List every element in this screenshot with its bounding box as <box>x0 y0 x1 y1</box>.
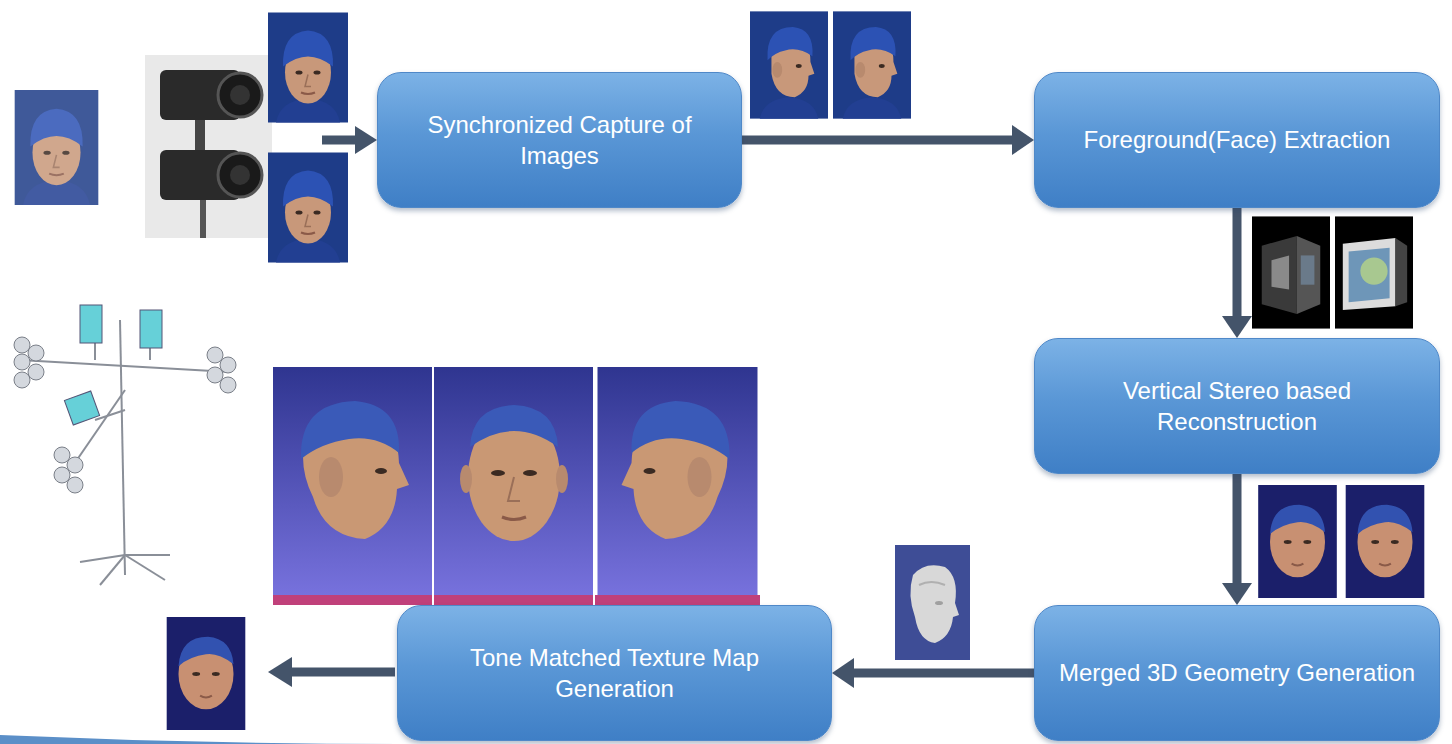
camera-image <box>268 13 348 123</box>
geometry-image <box>895 545 970 660</box>
process-box: Vertical Stereo based Reconstruction <box>1034 338 1440 474</box>
flow-arrow <box>832 658 1034 688</box>
output-arrow <box>268 657 395 687</box>
rig-drawing <box>20 320 230 585</box>
page-corner <box>0 735 400 744</box>
extraction-image <box>1252 216 1330 328</box>
box-label: Merged 3D Geometry Generation <box>1059 657 1415 688</box>
process-box: Foreground(Face) Extraction <box>1034 72 1440 208</box>
flow-arrow <box>742 125 1034 155</box>
arrow-head <box>832 658 854 688</box>
rig-panels <box>14 305 236 493</box>
captured-image <box>833 11 911 118</box>
arrow-head <box>1222 583 1252 605</box>
reconstruction-image <box>1346 485 1425 598</box>
flow-arrow <box>1222 208 1252 338</box>
camera-image <box>268 153 348 263</box>
process-box: Merged 3D Geometry Generation <box>1034 605 1440 741</box>
arrow-line <box>1233 474 1242 585</box>
box-label: Foreground(Face) Extraction <box>1084 124 1391 155</box>
process-box: Tone Matched Texture Map Generation <box>397 605 832 741</box>
box-label: Vertical Stereo based Reconstruction <box>1055 375 1419 437</box>
captured-image <box>750 11 828 118</box>
extraction-image <box>1335 216 1413 328</box>
arrow-head <box>1012 125 1034 155</box>
camera-photo <box>145 55 272 238</box>
input-arrow <box>322 126 377 154</box>
arrow-head <box>1222 316 1252 338</box>
flow-arrow <box>1222 474 1252 605</box>
reconstruction-image <box>1258 485 1337 598</box>
arrow-line <box>742 136 1014 145</box>
photo-tint <box>10 90 103 205</box>
arrow-line <box>1233 208 1242 318</box>
result-image <box>167 617 246 730</box>
box-label: Tone Matched Texture Map Generation <box>418 642 811 704</box>
process-box: Synchronized Capture of Images <box>377 72 742 208</box>
box-label: Synchronized Capture of Images <box>398 109 721 171</box>
arrow-line <box>852 669 1034 678</box>
render-views <box>273 367 760 605</box>
